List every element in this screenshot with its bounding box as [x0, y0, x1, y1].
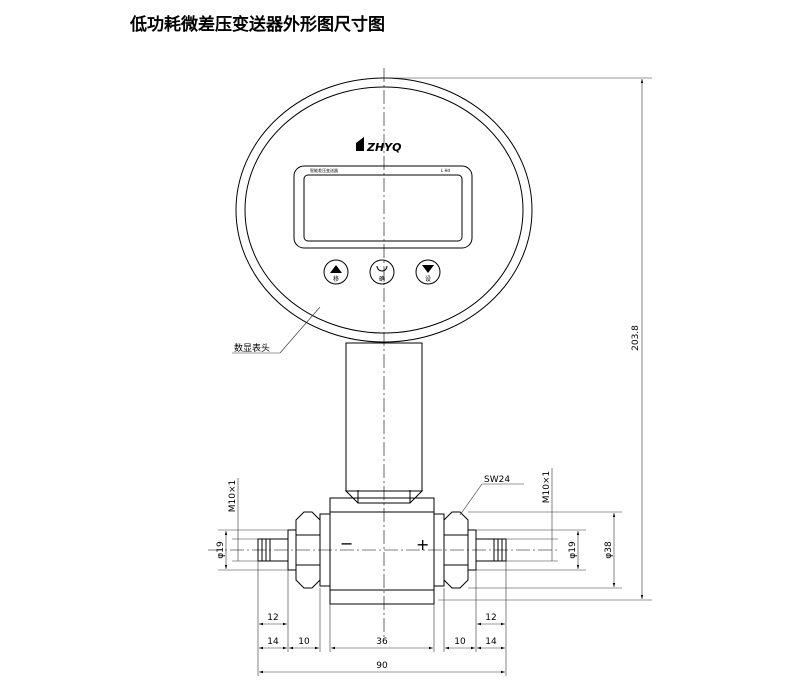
dim-left-10: 10 — [298, 637, 310, 647]
dim-left-12: 12 — [267, 613, 278, 623]
button-down[interactable]: 设 — [415, 259, 441, 285]
vertical-dimensions: 203.8 φ38 φ19 M10×1 φ19 M10×1 — [216, 77, 652, 601]
dim-right-14: 14 — [485, 637, 497, 647]
enter-icon — [376, 265, 388, 272]
dim-left-thread: M10×1 — [228, 480, 238, 512]
dim-body-36: 36 — [376, 637, 388, 647]
left-fitting — [257, 511, 331, 589]
dim-right-thread: M10×1 — [542, 471, 552, 503]
dim-right-10: 10 — [454, 637, 466, 647]
plus-port-sign: + — [416, 535, 429, 554]
display-caption-right: L Hd — [441, 168, 451, 173]
dim-left-14: 14 — [267, 637, 279, 647]
display-caption-left: 智能差压变送器 — [310, 167, 338, 173]
dim-right-diameter: φ19 — [568, 541, 578, 559]
dim-body-diameter: φ38 — [604, 541, 614, 559]
display-head-callout: 数显表头 — [232, 306, 321, 354]
button-up[interactable]: 移 — [323, 259, 349, 285]
button-down-label: 设 — [425, 275, 431, 283]
brand-logo: ZHYQ — [356, 137, 402, 154]
brand-text: ZHYQ — [366, 141, 402, 154]
page-title: 低功耗微差压变送器外形图尺寸图 — [130, 15, 385, 35]
minus-port-sign: − — [340, 534, 353, 553]
stem — [344, 342, 424, 504]
button-enter-label: 确 — [379, 275, 385, 283]
button-enter[interactable]: 确 — [369, 259, 395, 285]
down-arrow-icon — [422, 265, 434, 273]
right-fitting: SW24 — [433, 475, 524, 589]
horizontal-dimensions: 12 12 14 10 36 10 14 90 — [257, 561, 507, 676]
dim-right-12: 12 — [485, 613, 496, 623]
up-arrow-icon — [330, 265, 342, 273]
wrench-size-label: SW24 — [484, 475, 510, 485]
dim-left-diameter: φ19 — [216, 541, 226, 559]
button-up-label: 移 — [333, 275, 339, 283]
lcd-display — [293, 165, 473, 249]
dim-total-90: 90 — [376, 661, 388, 671]
callout-label: 数显表头 — [234, 342, 270, 354]
dim-total-height: 203.8 — [631, 325, 641, 351]
gauge-head: ZHYQ 智能差压变送器 L Hd 移 确 设 数显表头 — [232, 68, 533, 640]
